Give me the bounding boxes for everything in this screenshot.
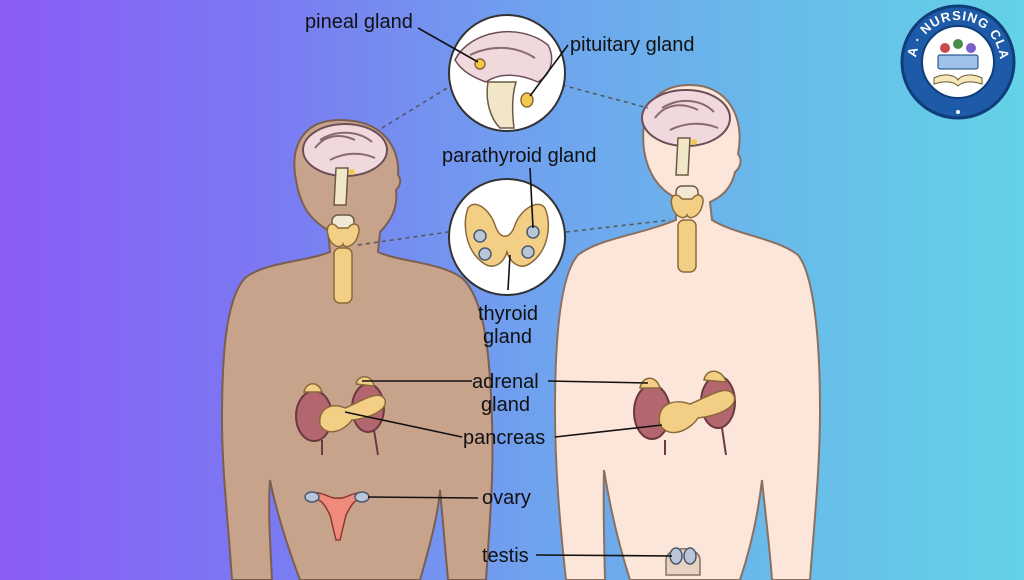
label-pineal-gland: pineal gland [305,11,413,33]
label-thyroid-line1: thyroid [478,303,538,325]
label-thyroid-line2: gland [483,326,532,348]
parathyroid-marker-4 [522,246,534,258]
female-ovary-left [305,492,319,502]
female-body-silhouette [222,120,493,580]
female-thyroid [327,224,359,247]
label-parathyroid-gland: parathyroid gland [442,145,597,167]
parathyroid-marker-1 [474,230,486,242]
label-pituitary-gland: pituitary gland [570,34,695,56]
label-adrenal-line2: gland [481,394,530,416]
female-ovary-right [355,492,369,502]
label-pancreas: pancreas [463,427,545,449]
male-thyroid [671,195,703,218]
parathyroid-marker-2 [479,248,491,260]
thyroid-zoom-circle [449,179,565,295]
label-testis: testis [482,545,529,567]
female-figure [222,120,493,580]
male-testis-right [684,548,696,564]
label-ovary: ovary [482,487,531,509]
label-adrenal-line1: adrenal [472,371,539,393]
